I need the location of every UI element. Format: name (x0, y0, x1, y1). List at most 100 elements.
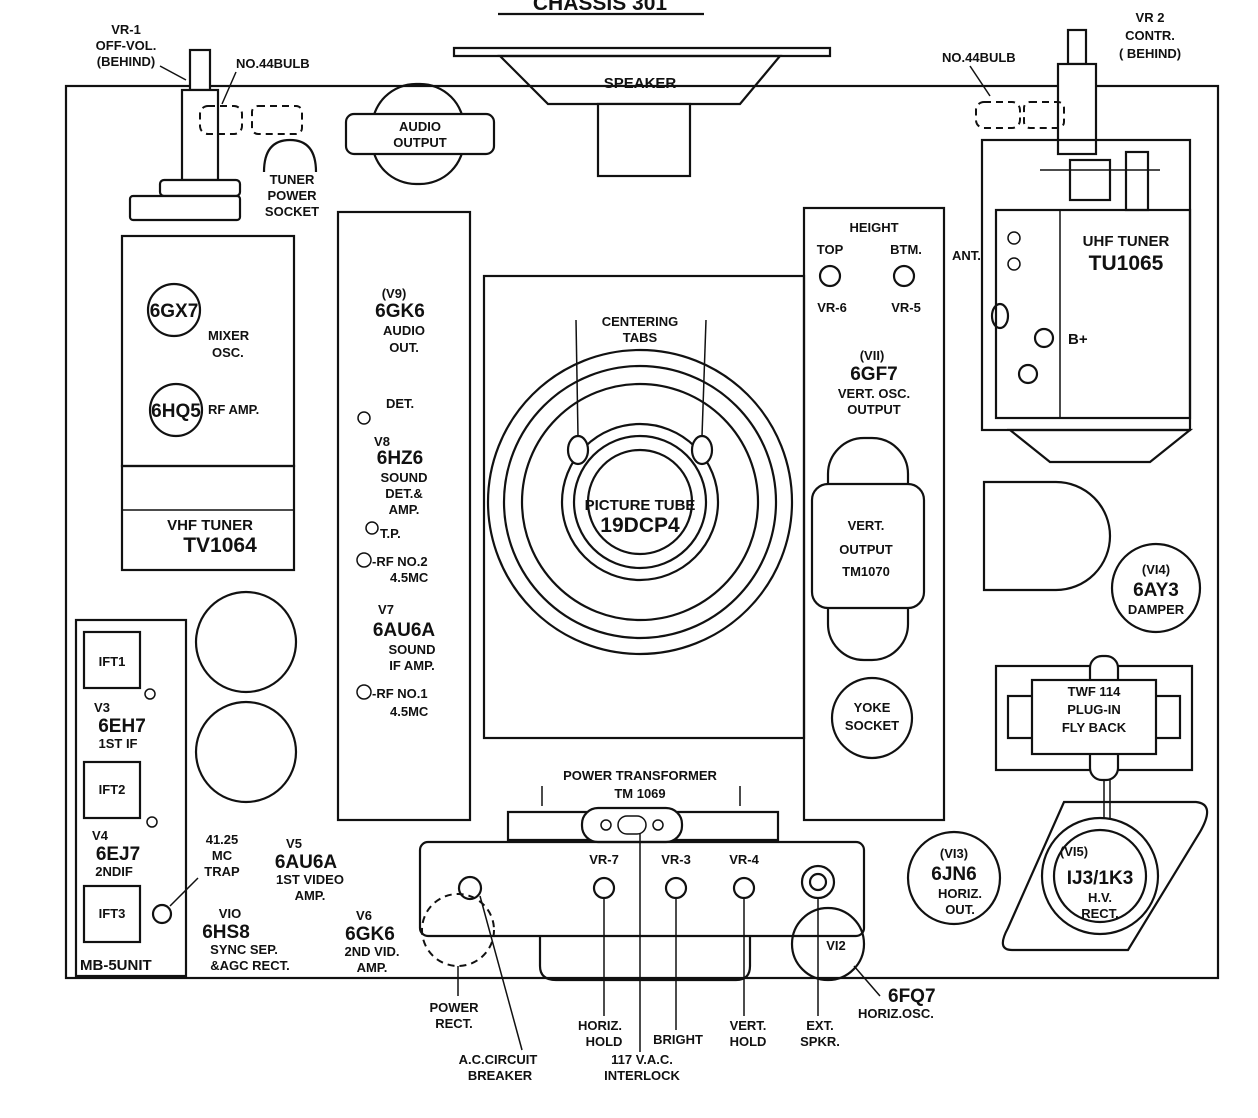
svg-text:VI2: VI2 (826, 938, 846, 953)
bulb-left: NO.44BULB (199, 56, 310, 135)
svg-text:SPKR.: SPKR. (800, 1034, 840, 1049)
bottom-callout-lines (457, 834, 881, 1052)
svg-text:SOCKET: SOCKET (265, 204, 319, 219)
svg-text:(BEHIND): (BEHIND) (97, 54, 156, 69)
svg-text:6FQ7: 6FQ7 (888, 986, 936, 1007)
svg-text:FLY BACK: FLY BACK (1062, 720, 1127, 735)
svg-text:AMP.: AMP. (295, 888, 326, 903)
svg-text:6GK6: 6GK6 (375, 301, 425, 322)
tube-v5: V5 6AU6A 1ST VIDEO AMP. (275, 836, 344, 903)
svg-text:AMP.: AMP. (357, 960, 388, 975)
svg-text:(VII): (VII) (860, 348, 885, 363)
svg-text:IJ3/1K3: IJ3/1K3 (1067, 868, 1134, 889)
svg-text:6HZ6: 6HZ6 (377, 448, 423, 469)
svg-text:AUDIO: AUDIO (399, 119, 441, 134)
svg-text:IFT2: IFT2 (99, 782, 126, 797)
chassis-outline (64, 84, 1220, 980)
svg-text:BTM.: BTM. (890, 242, 922, 257)
tube-v10: VIO 6HS8 SYNC SEP. &AGC RECT. (202, 906, 289, 973)
svg-text:V8: V8 (374, 434, 390, 449)
svg-text:HORIZ.OSC.: HORIZ.OSC. (858, 1006, 934, 1021)
tube-socket-lower (194, 700, 298, 804)
svg-text:TWF 114: TWF 114 (1068, 684, 1122, 699)
svg-text:DAMPER: DAMPER (1128, 602, 1185, 617)
svg-text:OUT.: OUT. (389, 340, 419, 355)
svg-text:V4: V4 (92, 828, 109, 843)
svg-text:SOUND: SOUND (381, 470, 428, 485)
svg-text:DET.&: DET.& (385, 486, 423, 501)
svg-text:HORIZ.: HORIZ. (578, 1018, 622, 1033)
svg-text:PICTURE TUBE: PICTURE TUBE (585, 497, 696, 514)
vr2-control: VR 2 CONTR. ( BEHIND) (1056, 10, 1181, 156)
height-board: HEIGHT TOP BTM. VR-6 VR-5 (VII) 6GF7 VER… (802, 206, 946, 822)
svg-text:NO.44BULB: NO.44BULB (236, 56, 310, 71)
speaker: SPEAKER (452, 46, 832, 178)
svg-text:6AU6A: 6AU6A (373, 620, 436, 641)
svg-text:EXT.: EXT. (806, 1018, 833, 1033)
tube-v13: (VI3) 6JN6 HORIZ. OUT. (906, 830, 1002, 926)
svg-text:TV1064: TV1064 (183, 534, 257, 557)
svg-text:6GX7: 6GX7 (150, 301, 199, 322)
svg-text:BRIGHT: BRIGHT (653, 1032, 703, 1047)
center-board: (V9) 6GK6 AUDIO OUT. DET. V8 6HZ6 SOUND … (336, 210, 472, 822)
svg-text:VHF TUNER: VHF TUNER (167, 517, 253, 534)
svg-text:HORIZ.: HORIZ. (938, 886, 982, 901)
svg-text:6HQ5: 6HQ5 (151, 401, 201, 422)
vr1-control: VR-1 OFF-VOL. (BEHIND) (96, 22, 242, 222)
svg-text:VERT.: VERT. (730, 1018, 767, 1033)
svg-text:POWER: POWER (267, 188, 317, 203)
svg-text:IF AMP.: IF AMP. (389, 658, 435, 673)
flyback-transformer: TWF 114 PLUG-IN FLY BACK (994, 654, 1194, 818)
mb5-unit: IFT1 V3 6EH7 1ST IF IFT2 V4 6EJ7 2NDIF I… (74, 618, 199, 978)
svg-text:B+: B+ (1068, 331, 1088, 348)
svg-text:MB-5UNIT: MB-5UNIT (80, 957, 152, 974)
svg-text:(VI5): (VI5) (1060, 844, 1088, 859)
svg-text:SOCKET: SOCKET (845, 718, 899, 733)
svg-text:-RF NO.1: -RF NO.1 (372, 686, 428, 701)
tube-v14: (VI4) 6AY3 DAMPER (1110, 542, 1202, 634)
svg-text:-RF NO.2: -RF NO.2 (372, 554, 428, 569)
svg-text:OUTPUT: OUTPUT (839, 542, 893, 557)
tube-v15: (VI5) IJ3/1K3 H.V. RECT. (1001, 800, 1209, 952)
svg-text:6GF7: 6GF7 (850, 364, 898, 385)
tube-socket-upper (194, 590, 298, 694)
svg-text:MC: MC (212, 848, 233, 863)
audio-output-transformer: AUDIO OUTPUT (344, 82, 496, 186)
svg-text:OSC.: OSC. (212, 345, 244, 360)
svg-text:(VI3): (VI3) (940, 846, 968, 861)
svg-text:4.5MC: 4.5MC (390, 704, 429, 719)
svg-text:T.P.: T.P. (380, 526, 401, 541)
svg-text:OUTPUT: OUTPUT (393, 135, 447, 150)
svg-text:HOLD: HOLD (586, 1034, 623, 1049)
svg-text:6JN6: 6JN6 (931, 864, 976, 885)
svg-text:TRAP: TRAP (204, 864, 240, 879)
svg-text:OFF-VOL.: OFF-VOL. (96, 38, 157, 53)
svg-text:AMP.: AMP. (389, 502, 420, 517)
picture-tube: CENTERING TABS PICTURE TUBE 19DCP4 (482, 274, 806, 740)
svg-text:6GK6: 6GK6 (345, 924, 395, 945)
svg-text:H.V.: H.V. (1088, 890, 1112, 905)
svg-text:CENTERING: CENTERING (602, 314, 679, 329)
svg-text:SYNC SEP.: SYNC SEP. (210, 942, 278, 957)
svg-text:INTERLOCK: INTERLOCK (604, 1068, 680, 1083)
svg-text:( BEHIND): ( BEHIND) (1119, 46, 1181, 61)
svg-text:ANT.: ANT. (952, 248, 981, 263)
svg-text:VIO: VIO (219, 906, 241, 921)
svg-text:2ND VID.: 2ND VID. (345, 944, 400, 959)
svg-text:VR-6: VR-6 (817, 300, 847, 315)
svg-text:VERT. OSC.: VERT. OSC. (838, 386, 910, 401)
svg-text:41.25: 41.25 (206, 832, 239, 847)
svg-text:VR-1: VR-1 (111, 22, 141, 37)
svg-text:VR-5: VR-5 (891, 300, 921, 315)
svg-text:YOKE: YOKE (854, 700, 891, 715)
svg-text:HOLD: HOLD (730, 1034, 767, 1049)
svg-text:6EJ7: 6EJ7 (96, 844, 140, 865)
svg-text:VR-4: VR-4 (729, 852, 759, 867)
svg-text:TM 1069: TM 1069 (614, 786, 665, 801)
bulb-right: NO.44BULB (942, 50, 1065, 129)
svg-text:CONTR.: CONTR. (1125, 28, 1175, 43)
svg-text:POWER: POWER (429, 1000, 479, 1015)
tube-v6: V6 6GK6 2ND VID. AMP. (345, 908, 400, 975)
svg-text:(V9): (V9) (382, 286, 407, 301)
svg-text:V7: V7 (378, 602, 394, 617)
